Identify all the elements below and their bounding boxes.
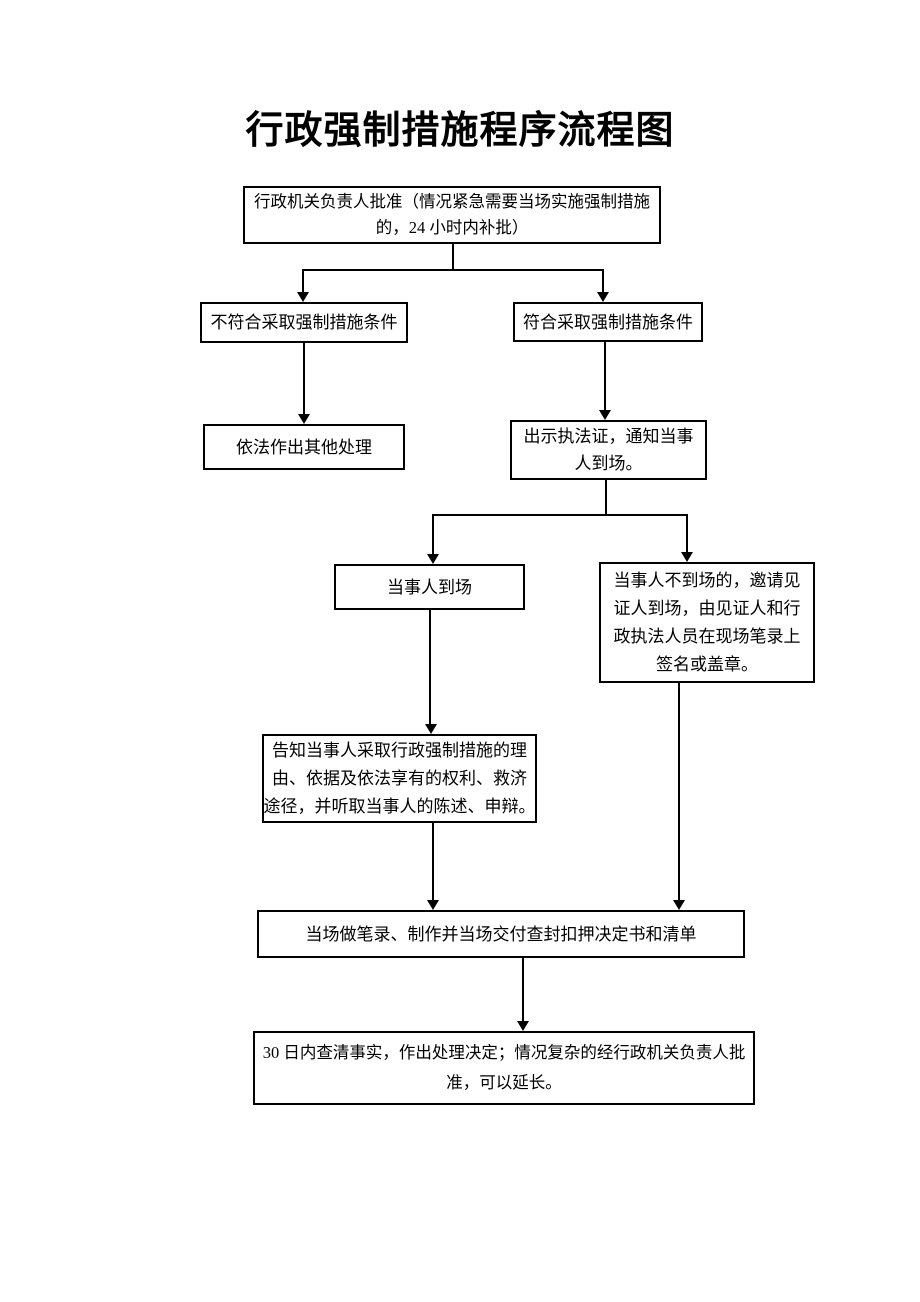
flow-node-meet-conditions: 符合采取强制措施条件 xyxy=(513,302,703,342)
flow-node-decision-30days: 30 日内查清事实，作出处理决定；情况复杂的经行政机关负责人批 准，可以延长。 xyxy=(253,1031,755,1105)
flow-node-show-credentials-line2: 人到场。 xyxy=(574,454,643,473)
connector-notmeet-to-other xyxy=(298,343,310,424)
flow-node-show-credentials: 出示执法证，通知当事 人到场。 xyxy=(510,420,707,480)
flow-node-inform-party: 告知当事人采取行政强制措施的理 由、依据及依法享有的权利、救济 途径，并听取当事… xyxy=(262,734,537,823)
flow-node-party-absent-line1: 当事人不到场的，邀请见 xyxy=(613,570,801,590)
flow-node-other-handling-line1: 依法作出其他处理 xyxy=(236,437,372,457)
flow-node-make-record: 当场做笔录、制作并当场交付查封扣押决定书和清单 xyxy=(257,910,745,958)
flow-node-not-meet-conditions-line1: 不符合采取强制措施条件 xyxy=(210,313,398,332)
flow-node-party-absent-line2: 证人到场，由见证人和行 xyxy=(613,598,801,618)
flow-node-decision-30days-line1: 30 日内查清事实，作出处理决定；情况复杂的经行政机关负责人批 xyxy=(262,1043,746,1062)
flow-node-party-absent-line3: 政执法人员在现场笔录上 xyxy=(613,626,801,646)
connector-meet-to-showcert xyxy=(599,342,611,420)
flow-node-party-present-line1: 当事人到场 xyxy=(387,577,472,597)
flow-node-not-meet-conditions: 不符合采取强制措施条件 xyxy=(200,302,408,343)
flow-node-party-present: 当事人到场 xyxy=(334,564,525,610)
connector-record-to-decision xyxy=(517,958,529,1031)
connector-showcert-to-branches xyxy=(427,480,693,564)
connector-present-to-inform xyxy=(425,610,437,734)
flow-node-approval-line2: 的，24 小时内补批） xyxy=(375,218,529,237)
page-title: 行政强制措施程序流程图 xyxy=(245,110,675,152)
connector-absent-to-record xyxy=(673,683,685,910)
connector-inform-to-record xyxy=(427,823,439,910)
flow-node-inform-party-line2: 由、依据及依法享有的权利、救济 xyxy=(272,768,527,788)
flow-node-meet-conditions-line1: 符合采取强制措施条件 xyxy=(523,312,693,332)
flow-node-party-absent: 当事人不到场的，邀请见 证人到场，由见证人和行 政执法人员在现场笔录上 签名或盖… xyxy=(599,562,815,683)
flow-node-decision-30days-line2: 准，可以延长。 xyxy=(446,1073,562,1092)
flow-node-approval: 行政机关负责人批准（情况紧急需要当场实施强制措施 的，24 小时内补批） xyxy=(243,186,661,244)
flow-node-inform-party-line1: 告知当事人采取行政强制措施的理 xyxy=(272,740,527,760)
flow-node-other-handling: 依法作出其他处理 xyxy=(203,424,405,470)
flow-node-party-absent-line4: 签名或盖章。 xyxy=(656,654,758,674)
flow-node-show-credentials-line1: 出示执法证，通知当事 xyxy=(523,427,694,446)
connector-approval-to-branches xyxy=(297,244,609,302)
flow-node-approval-line1: 行政机关负责人批准（情况紧急需要当场实施强制措施 xyxy=(254,192,650,211)
flow-node-inform-party-line3: 途径，并听取当事人的陈述、申辩。 xyxy=(263,796,536,816)
flow-node-make-record-line1: 当场做笔录、制作并当场交付查封扣押决定书和清单 xyxy=(305,924,697,944)
